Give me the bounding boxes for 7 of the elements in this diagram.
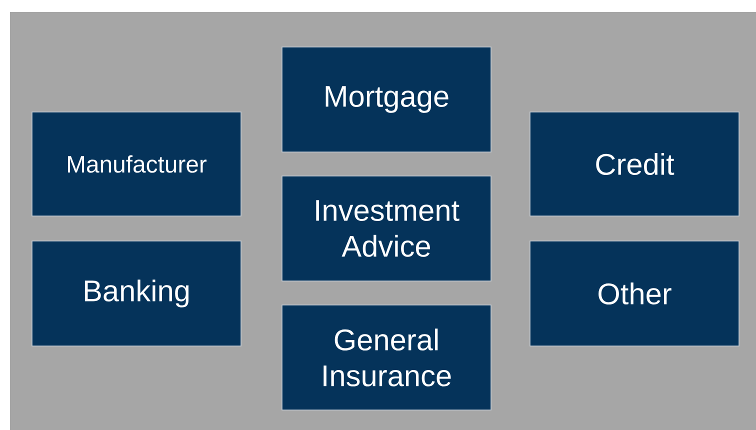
category-box: Manufacturer [32, 112, 242, 216]
category-box: Other [530, 240, 740, 346]
category-box: Credit [530, 112, 740, 216]
category-box: Investment Advice [282, 176, 492, 282]
category-box: Banking [32, 240, 242, 346]
category-box: Mortgage [282, 46, 492, 152]
category-box: General Insurance [282, 304, 492, 410]
